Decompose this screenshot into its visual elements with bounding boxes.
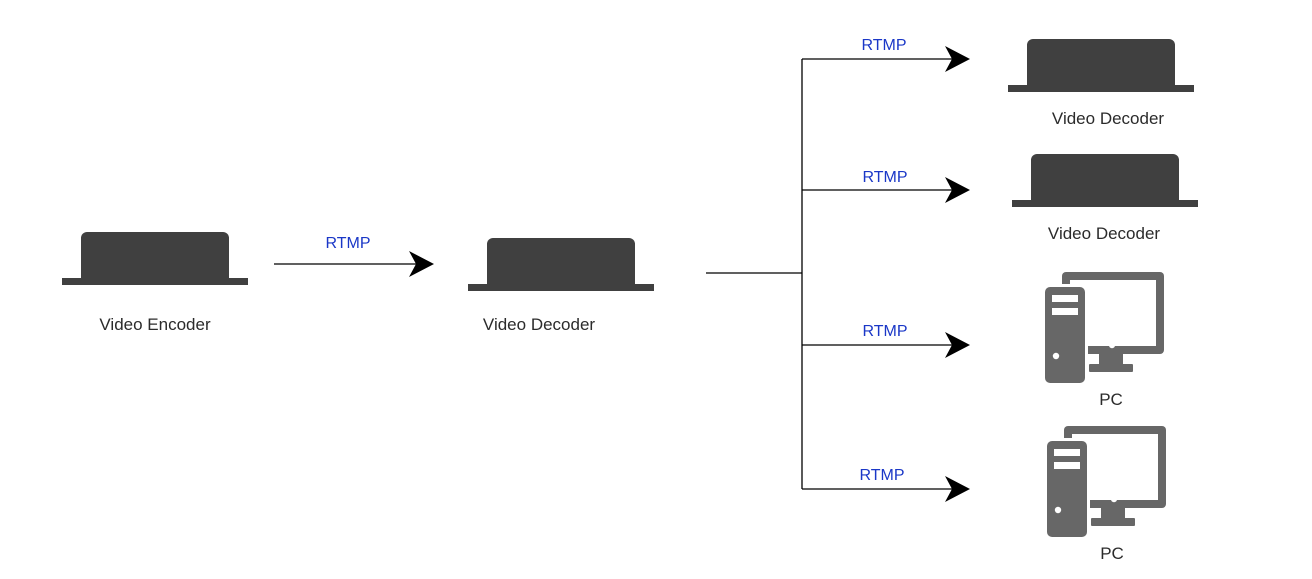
edge-label-rtmp: RTMP <box>325 235 370 252</box>
pc-2-label: PC <box>1100 544 1124 563</box>
pc-1-label: PC <box>1099 390 1123 409</box>
video-decoder-2-label: Video Decoder <box>1048 224 1160 243</box>
video-decoder-2-node: Video Decoder <box>1012 154 1198 243</box>
edge-encoder-to-decoder: RTMP <box>274 235 434 277</box>
decoder-box-icon <box>468 238 654 291</box>
decoder-box-icon <box>1012 154 1198 207</box>
fanout-trunk <box>706 59 803 489</box>
edge-label-rtmp: RTMP <box>862 169 907 186</box>
edge-to-pc-1: RTMP <box>802 323 970 358</box>
encoder-box-icon <box>62 232 248 285</box>
edge-to-decoder-2: RTMP <box>802 169 970 203</box>
video-decoder-main-label: Video Decoder <box>483 315 595 334</box>
video-decoder-1-label: Video Decoder <box>1052 109 1164 128</box>
desktop-pc-icon <box>1042 272 1164 386</box>
video-decoder-1-node: Video Decoder <box>1008 39 1194 128</box>
pc-1-node: PC <box>1042 272 1164 409</box>
video-encoder-label: Video Encoder <box>99 315 211 334</box>
video-encoder-node: Video Encoder <box>62 232 248 334</box>
edge-to-pc-2: RTMP <box>802 467 970 502</box>
edge-label-rtmp: RTMP <box>861 37 906 54</box>
desktop-pc-icon <box>1044 426 1166 540</box>
decoder-box-icon <box>1008 39 1194 92</box>
pc-2-node: PC <box>1044 426 1166 563</box>
edge-label-rtmp: RTMP <box>862 323 907 340</box>
video-decoder-main-node: Video Decoder <box>468 238 654 334</box>
edge-to-decoder-1: RTMP <box>802 37 970 72</box>
edge-label-rtmp: RTMP <box>859 467 904 484</box>
